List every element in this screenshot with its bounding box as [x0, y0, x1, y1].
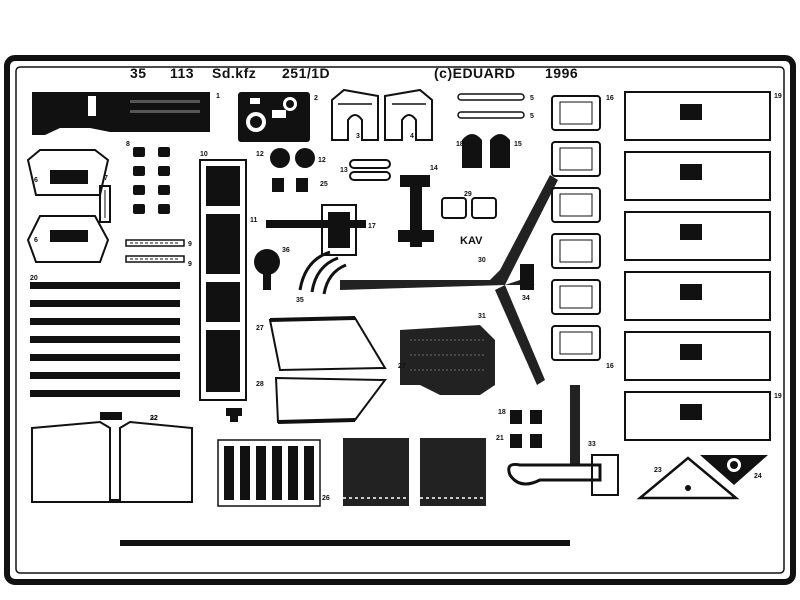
part-20	[30, 282, 180, 397]
part-33	[420, 438, 486, 506]
part-number: 14	[430, 165, 438, 172]
part-number: 20	[30, 275, 38, 282]
part-number: 19	[774, 93, 782, 100]
part-4	[384, 88, 433, 141]
header-number: 113	[170, 65, 194, 81]
part-number: 8	[126, 141, 130, 148]
part-number: 28	[256, 381, 264, 388]
part-number: 7	[104, 175, 108, 182]
part-23	[636, 456, 740, 500]
header-code: 35	[130, 65, 147, 81]
part-1	[32, 92, 210, 135]
part-19	[226, 408, 242, 422]
part-labels: 1 2 3 4 5 5 6 6 7 8 9 9 10 11 12 12 13 1…	[30, 93, 782, 502]
part-14	[398, 175, 434, 247]
part-number: 36	[282, 247, 290, 254]
part-number: 31	[478, 313, 486, 320]
part-number: 26	[322, 495, 330, 502]
part-number: 16	[606, 363, 614, 370]
part-25	[272, 178, 308, 192]
part-34	[520, 264, 534, 290]
part-35	[298, 250, 347, 295]
part-number: 23	[654, 467, 662, 474]
part-number: 5	[530, 113, 534, 120]
part-number: 12	[318, 157, 326, 164]
part-13	[349, 159, 391, 181]
part-number: 30	[478, 257, 486, 264]
part-24	[217, 439, 321, 507]
part-number: 2	[314, 95, 318, 102]
part-19-plates	[624, 91, 771, 441]
part-number: 27	[256, 325, 264, 332]
part-number: 25	[320, 181, 328, 188]
fret-inner-frame	[15, 66, 785, 574]
part-number: 11	[250, 217, 258, 224]
part-number: 35	[296, 297, 304, 304]
part-number: 18	[456, 141, 464, 148]
part-number: 6	[34, 177, 38, 184]
etched-text: KAV	[460, 235, 483, 247]
part-number: 16	[606, 95, 614, 102]
part-5	[457, 93, 525, 119]
part-36	[254, 249, 280, 290]
part-15	[462, 134, 510, 168]
part-7	[99, 185, 111, 223]
part-number: 29	[464, 191, 472, 198]
part-number: 27	[398, 363, 406, 370]
part-emblem	[700, 455, 768, 485]
fret-outer-frame	[4, 55, 796, 585]
part-21	[507, 385, 619, 496]
part-number: 4	[410, 133, 414, 140]
part-3	[331, 88, 379, 141]
part-16	[551, 95, 601, 361]
header-maker: (c)EDUARD	[434, 65, 516, 81]
part-tread-plate	[400, 325, 495, 395]
part-number: 33	[588, 441, 596, 448]
part-number: 9	[188, 241, 192, 248]
part-number: 10	[200, 151, 208, 158]
part-12	[270, 148, 315, 168]
part-number: 32	[150, 415, 158, 422]
part-number: 21	[496, 435, 504, 442]
part-number: 24	[754, 473, 762, 480]
part-28	[274, 376, 387, 424]
part-9	[125, 239, 185, 263]
part-number: 13	[340, 167, 348, 174]
part-17	[266, 204, 366, 256]
part-27	[268, 316, 387, 372]
part-number: 6	[34, 237, 38, 244]
header-variant: 251/1D	[282, 65, 330, 81]
part-number: 3	[356, 133, 360, 140]
part-number: 19	[774, 393, 782, 400]
part-number: 17	[368, 223, 376, 230]
part-number: 15	[514, 141, 522, 148]
part-number: 18	[498, 409, 506, 416]
part-number: 9	[188, 261, 192, 268]
part-10	[199, 159, 247, 401]
fret-header: 35 113 Sd.kfz 251/1D (c)EDUARD 1996	[130, 65, 578, 81]
part-32	[343, 438, 409, 506]
part-number: 1	[216, 93, 220, 100]
part-2	[238, 92, 310, 142]
part-number: 22	[150, 415, 158, 422]
bottom-sprue	[120, 540, 570, 546]
part-number: 34	[522, 295, 530, 302]
part-18	[510, 410, 542, 448]
header-model: Sd.kfz	[212, 65, 256, 81]
part-6	[26, 149, 110, 263]
part-number: 5	[530, 95, 534, 102]
part-22	[31, 412, 193, 503]
part-29	[441, 197, 497, 219]
header-year: 1996	[545, 65, 578, 81]
part-8	[133, 147, 170, 214]
part-number: 12	[256, 151, 264, 158]
